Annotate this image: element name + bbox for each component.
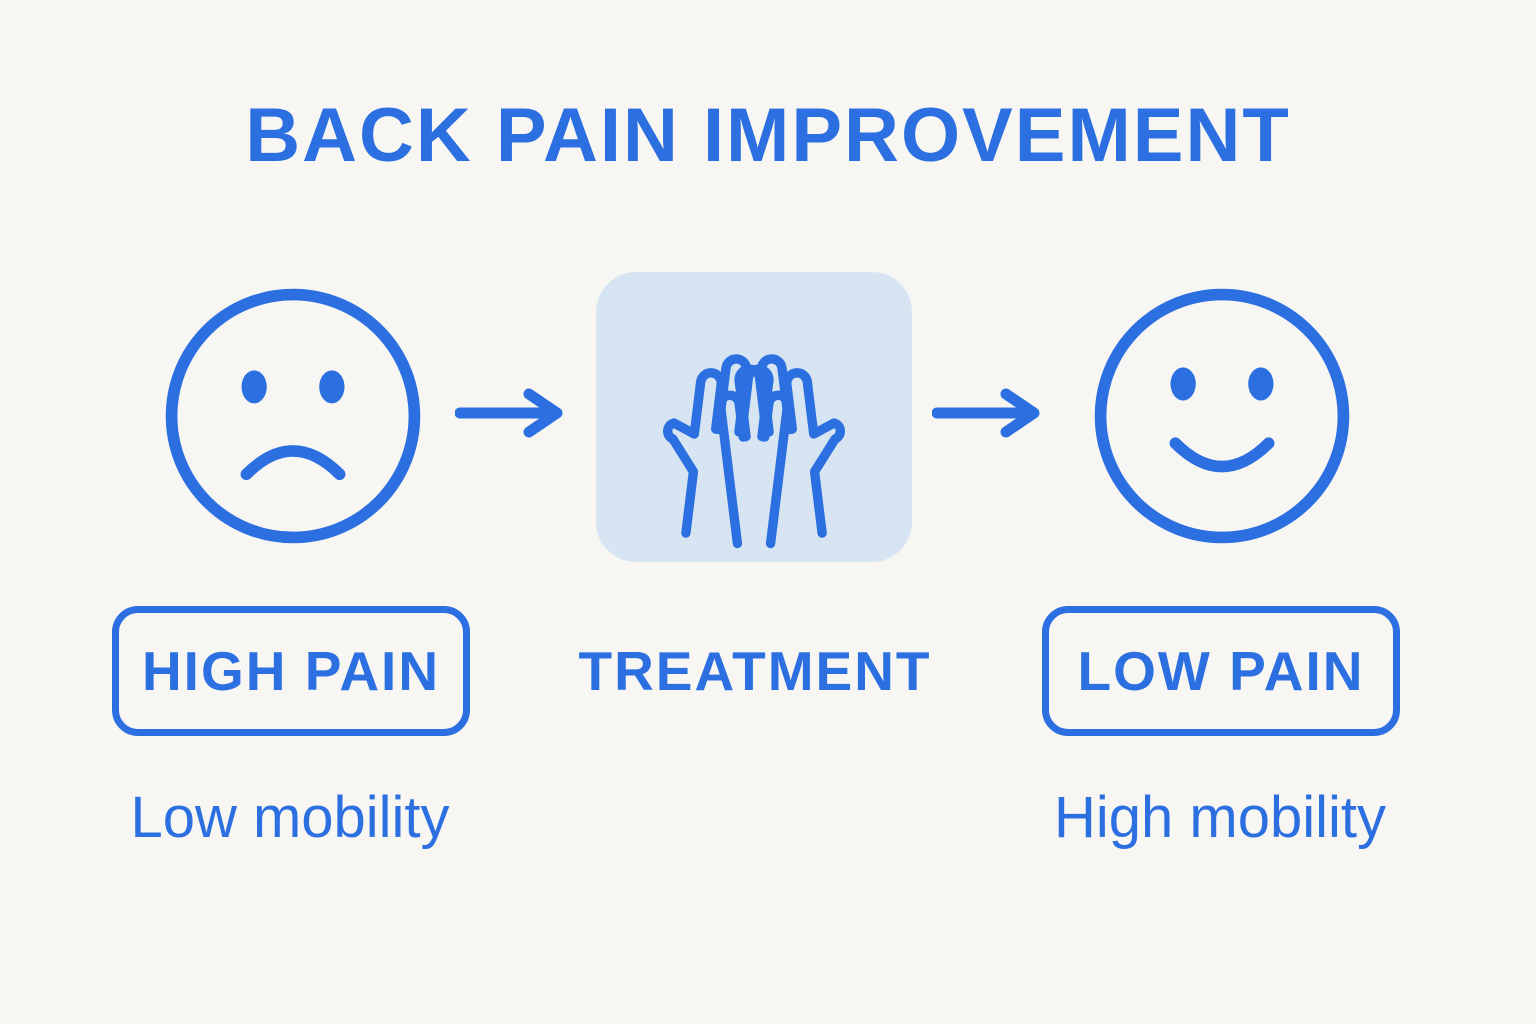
high-pain-label: HIGH PAIN	[141, 640, 441, 702]
low-pain-label: LOW PAIN	[1077, 640, 1365, 702]
treatment-card	[596, 272, 912, 562]
low-pain-badge: LOW PAIN	[1042, 606, 1400, 736]
high-mobility-label: High mobility	[1035, 782, 1405, 852]
treatment-text: TREATMENT	[578, 640, 932, 702]
page-title: BACK PAIN IMPROVEMENT	[245, 93, 1291, 178]
arrow-right-icon	[932, 387, 1044, 439]
helping-hands-icon	[663, 354, 845, 549]
happy-face-icon	[1086, 280, 1358, 552]
low-mobility-text: Low mobility	[130, 784, 450, 850]
arrow-right-icon	[455, 387, 567, 439]
high-pain-badge: HIGH PAIN	[112, 606, 470, 736]
high-mobility-text: High mobility	[1054, 784, 1386, 850]
treatment-label: TREATMENT	[570, 606, 940, 736]
sad-face-icon	[157, 280, 429, 552]
low-mobility-label: Low mobility	[108, 782, 472, 852]
